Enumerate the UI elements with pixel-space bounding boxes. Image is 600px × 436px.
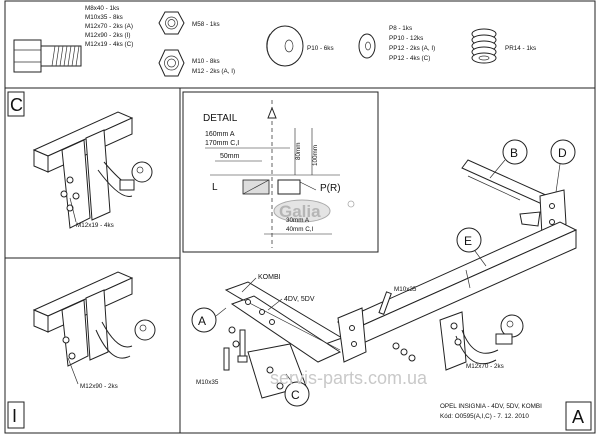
washer-spec-line-3: PP12 - 2ks (A, I) [389,45,435,52]
galia-logo: Galia [273,199,355,223]
m58-nut-drawing [158,11,185,35]
detail-dim-40: 40mm C,I [286,226,314,233]
bolt-spec-line-3: M12x70 - 2ks (A) [85,23,133,30]
bolt-spec-line-4: M12x90 - 2ks (I) [85,32,131,39]
detail-dim-50: 50mm [220,153,240,160]
nut-spec-line-2: M12 - 2ks (A, I) [192,68,235,75]
watermark: servis-parts.com.ua [270,368,428,388]
detail-plain-block [277,179,301,195]
washer-spec-line-1: P8 - 1ks [389,25,412,32]
washer-spec-line-2: PP10 - 12ks [389,35,423,42]
panel-i-hitch-drawing [32,271,156,385]
detail-label-p: P(R) [320,183,341,194]
hex-nut-drawing [158,49,185,77]
detail-leader-line [299,181,317,191]
washer-spec-line-4: PP12 - 4ks (C) [389,55,430,62]
detail-frame [182,91,379,253]
callout-b: B [489,139,528,179]
footer-letter: A [572,407,584,427]
bolt-drawing [13,39,82,73]
spring-washer-drawing [471,28,497,64]
detail-direction-arrow [267,106,277,119]
detail-label-l: L [212,182,218,193]
kombi-leader [241,277,257,293]
callout-c: C [284,373,310,407]
callout-d: D [550,139,576,193]
detail-hatch-stroke [242,179,270,195]
detail-dim-160: 160mm A [205,131,235,138]
m10x35-bottom-label: M10x35 [196,379,219,386]
detail-dim-30: 30mm A [286,217,310,224]
bolt-spec-line-2: M10x35 - 8ks [85,14,123,21]
bolt-spec-line-5: M12x19 - 4ks (C) [85,41,133,48]
callout-b-text: B [510,146,518,160]
panel-i-letter-box [7,401,25,429]
callout-a-text: A [198,314,206,328]
drawing-border [4,0,596,434]
nut-spec-line-1: M10 - 8ks [192,58,220,65]
detail-dim-100: 100mm [312,145,319,166]
small-washer-drawing [358,33,376,59]
main-hitch-drawing [223,159,578,399]
dv-label: 4DV, 5DV [284,296,315,303]
bolt-spec-line-1: M8x40 - 1ks [85,5,119,12]
callout-e-text: E [464,234,472,248]
dv-leader [267,298,283,311]
spring-label: PR14 - 1ks [505,45,536,52]
large-washer-drawing [266,25,304,67]
large-washer-label: P10 - 6ks [307,45,334,52]
panel-c-letter-box [7,91,25,117]
panel-c-hitch-drawing [32,111,153,229]
footer-model: OPEL INSIGNIA - 4DV, 5DV, KOMBI [440,403,542,410]
detail-dim-170: 170mm C,I [205,140,239,147]
panel-i-letter: I [12,406,17,426]
footer-code: Kód: O0595(A,I,C) - 7. 12. 2010 [440,413,529,420]
m10x35-top-label: M10x35 [394,286,417,293]
detail-dim-80: 80mm [295,143,302,161]
callout-e: E [456,227,487,267]
footer-letter-box [565,401,592,431]
galia-logo-text: Galia [279,202,321,221]
callout-d-text: D [558,146,567,160]
m12x70-label: M12x70 - 2ks [466,363,504,370]
panel-i-bolt-label: M12x90 - 2ks [80,383,118,390]
detail-title: DETAIL [203,113,238,124]
panel-c-bolt-label: M12x19 - 4ks [76,222,114,229]
m58-label: M58 - 1ks [192,21,220,28]
kombi-label: KOMBI [258,274,281,281]
callout-a: A [191,307,227,333]
panel-c-letter: C [10,95,23,115]
callout-c-text: C [291,388,300,402]
